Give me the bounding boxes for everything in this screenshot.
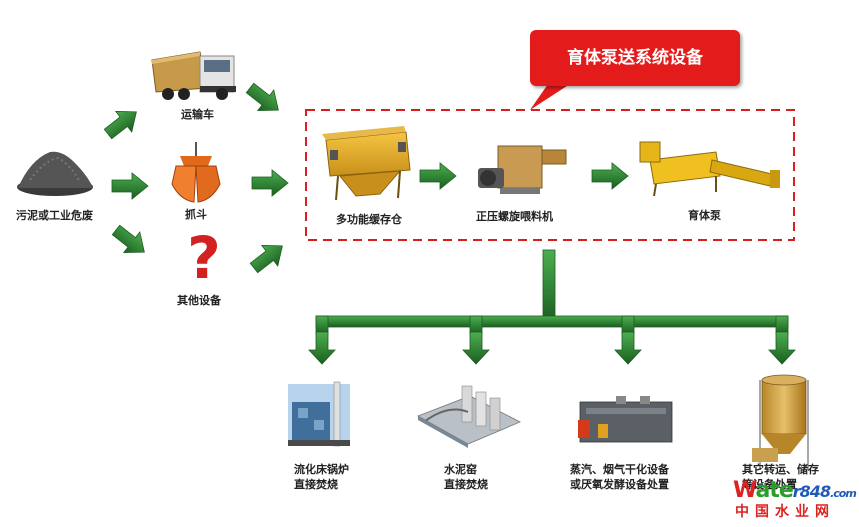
arrow-truck-to-system: [241, 77, 287, 121]
watermark-logo: Water848.com: [733, 478, 857, 503]
arrow-to-cement-kiln: [462, 331, 490, 365]
label-boiler-line2: 直接焚烧: [294, 478, 338, 491]
system-title-callout: 育体泵送系统设备: [530, 30, 740, 86]
label-sludge: 污泥或工业危废: [16, 209, 93, 222]
watermark-site-name: 中国水业网: [735, 504, 835, 520]
storage-silo-image: [752, 374, 809, 470]
distribution-manifold: [315, 249, 789, 335]
truck-image: [151, 51, 236, 100]
pump-system-box: [305, 109, 795, 241]
label-other: 其他设备: [177, 294, 221, 307]
arrow-bin-to-feeder: [419, 162, 457, 190]
label-dryer: 蒸汽、烟气干化设备 或厌氧发酵设备处置: [570, 462, 669, 492]
arrow-other-to-system: [245, 235, 291, 279]
arrow-to-dryer: [614, 331, 642, 365]
boiler-plant-image: [288, 381, 350, 447]
svg-text:?: ?: [187, 224, 221, 292]
callout-tail: [530, 84, 570, 110]
label-dryer-line2: 或厌氧发酵设备处置: [570, 478, 669, 491]
label-screw-feeder: 正压螺旋喂料机: [476, 210, 553, 223]
dryer-equipment-image: [578, 396, 673, 443]
label-boiler-line1: 流化床锅炉: [294, 463, 349, 476]
screw-feeder-image: [478, 145, 567, 194]
label-boiler: 流化床锅炉 直接焚烧: [294, 462, 349, 492]
label-cement-kiln-line2: 直接焚烧: [444, 478, 488, 491]
question-mark-icon: ?: [187, 224, 221, 292]
label-buffer-bin: 多功能缓存仓: [336, 213, 402, 226]
arrow-grab-to-system: [251, 169, 289, 197]
grab-bucket-image: [171, 142, 221, 203]
arrow-to-truck: [99, 101, 145, 145]
sludge-pile-image: [17, 151, 93, 196]
label-cement-kiln-line1: 水泥窑: [444, 463, 477, 476]
arrow-to-other: [107, 219, 153, 263]
cement-kiln-image: [417, 385, 521, 448]
arrow-to-boiler: [308, 331, 336, 365]
arrow-feeder-to-pump: [591, 162, 629, 190]
label-storage-line1: 其它转运、储存: [742, 463, 819, 476]
label-cement-kiln: 水泥窑 直接焚烧: [444, 462, 488, 492]
arrow-to-storage: [768, 331, 796, 365]
label-storage: 其它转运、储存 等设备处置: [742, 462, 819, 492]
arrow-to-grab: [111, 172, 149, 200]
label-storage-line2: 等设备处置: [742, 478, 797, 491]
pump-image: [639, 141, 780, 197]
buffer-bin-image: [322, 126, 411, 201]
label-dryer-line1: 蒸汽、烟气干化设备: [570, 463, 669, 476]
label-truck: 运输车: [181, 108, 214, 121]
label-pump: 育体泵: [688, 209, 721, 222]
label-grab: 抓斗: [185, 208, 207, 221]
